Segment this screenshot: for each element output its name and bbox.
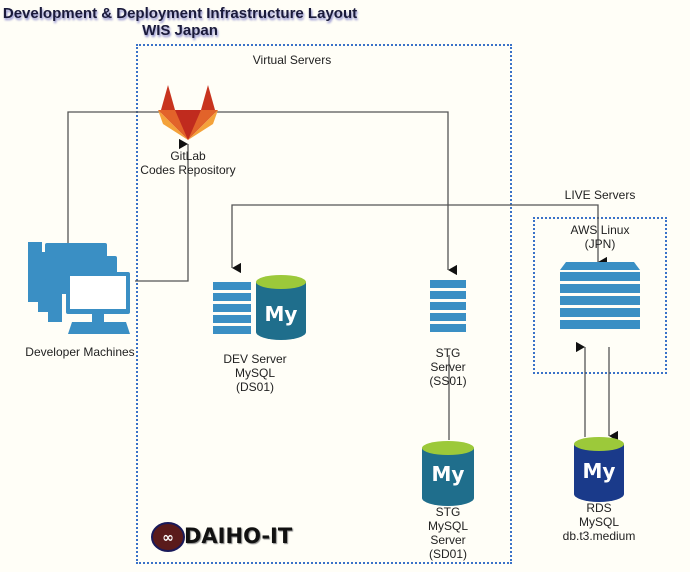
aws-linux-label: AWS Linux (JPN) <box>550 223 650 251</box>
stg-mysql-line-4: (SD01) <box>428 547 467 561</box>
dev-server-line-2: MySQL <box>234 366 275 380</box>
gitlab-desc: Codes Repository <box>140 163 236 177</box>
virtual-servers-label: Virtual Servers <box>252 53 332 67</box>
stg-server-line-3: (SS01) <box>429 374 467 388</box>
developer-machines-icon <box>28 242 130 334</box>
diagram-subtitle: WIS Japan <box>142 22 218 39</box>
svg-text:My: My <box>265 302 298 326</box>
dev-mysql-icon: My <box>256 275 306 340</box>
daiho-it-logo-text: DAIHO-IT <box>184 524 293 548</box>
rds-label: RDS MySQL db.t3.medium <box>549 501 649 543</box>
aws-linux-server-icon <box>560 262 640 329</box>
stg-mysql-label: STG MySQL Server (SD01) <box>408 505 488 561</box>
gitlab-to-dev-and-stg-line <box>67 111 458 276</box>
aws-line-1: AWS Linux <box>570 223 630 237</box>
svg-text:∞: ∞ <box>162 530 174 546</box>
dev-server-icon <box>213 282 251 334</box>
stg-server-line-2: Server <box>430 360 466 374</box>
developer-machines-label: Developer Machines <box>25 345 135 359</box>
rds-mysql-icon: My <box>574 437 624 502</box>
gitlab-name: GitLab <box>170 149 206 163</box>
dev-machines-to-gitlab-line <box>135 138 189 282</box>
diagram-title: Development & Deployment Infrastructure … <box>2 5 358 22</box>
live-servers-label: LIVE Servers <box>564 188 636 202</box>
stg-mysql-icon: My <box>422 441 474 506</box>
gitlab-icon <box>158 85 218 140</box>
gitlab-label: GitLab Codes Repository <box>128 149 248 177</box>
dev-server-line-1: DEV Server <box>223 352 287 366</box>
live-servers-group <box>533 217 667 374</box>
daiho-it-logo-icon: ∞ <box>151 522 185 552</box>
svg-text:My: My <box>432 462 465 486</box>
rds-line-2: MySQL <box>578 515 619 529</box>
stg-mysql-line-3: Server <box>430 533 466 547</box>
stg-server-icon <box>430 280 466 332</box>
stg-mysql-line-1: STG <box>435 505 461 519</box>
stg-mysql-line-2: MySQL <box>427 519 468 533</box>
virtual-servers-group <box>136 44 512 564</box>
deploy-line <box>231 204 608 274</box>
dev-server-label: DEV Server MySQL (DS01) <box>205 352 305 394</box>
stg-server-label: STG Server (SS01) <box>408 346 488 388</box>
rds-line-3: db.t3.medium <box>562 529 636 543</box>
stg-server-line-1: STG <box>435 346 461 360</box>
svg-text:My: My <box>583 459 616 483</box>
rds-line-1: RDS <box>586 501 612 515</box>
dev-server-line-3: (DS01) <box>235 380 274 394</box>
aws-line-2: (JPN) <box>584 237 616 251</box>
